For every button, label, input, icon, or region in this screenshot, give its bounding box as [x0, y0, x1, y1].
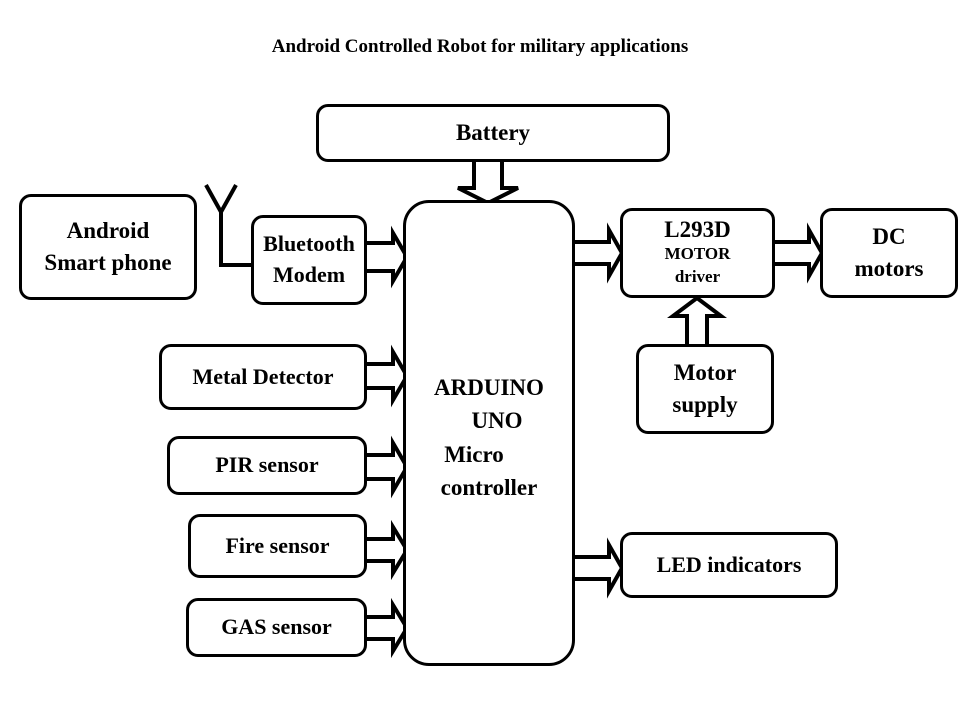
motor-supply-label-line2: supply [672, 392, 738, 417]
android-label-line1: Android [66, 217, 150, 243]
android-label-line2: Smart phone [44, 250, 172, 275]
dc-motors-label-line1: DC [872, 223, 906, 249]
led-indicators-block: LED indicators [620, 532, 838, 598]
bluetooth-label-line2: Modem [272, 262, 346, 287]
bluetooth-label-line1: Bluetooth [263, 231, 355, 257]
motor-supply-block: Motor supply [636, 344, 774, 434]
arrow-arduino-to-led [572, 537, 625, 599]
fire-sensor-block: Fire sensor [188, 514, 367, 578]
arrow-battery-to-arduino [457, 161, 519, 206]
arrow-pir-to-arduino [367, 435, 410, 499]
arrow-supply-to-l293d [667, 295, 727, 346]
dc-motors-block: DC motors [820, 208, 958, 298]
arduino-label-line3: Micro [444, 441, 504, 467]
battery-label: Battery [455, 119, 531, 145]
arduino-label-line2: UNO [471, 408, 523, 434]
motor-supply-label-line1: Motor [673, 359, 737, 385]
bluetooth-modem-block: Bluetooth Modem [251, 215, 367, 305]
gas-sensor-block: GAS sensor [186, 598, 367, 657]
metal-detector-label: Metal Detector [192, 363, 334, 389]
arrow-metal-to-arduino [365, 344, 410, 408]
arduino-label-line1: ARDUINO [434, 375, 544, 400]
arrow-arduino-to-l293d [572, 222, 625, 284]
battery-block: Battery [316, 104, 670, 162]
arduino-uno-block: ARDUINO UNO Micro controller [403, 200, 575, 666]
fire-sensor-label: Fire sensor [225, 532, 330, 558]
antenna-icon [204, 184, 254, 267]
gas-sensor-label: GAS sensor [221, 614, 332, 640]
arrow-bluetooth-to-arduino [365, 225, 410, 289]
arduino-label-line4: controller [440, 475, 538, 501]
pir-sensor-label: PIR sensor [215, 452, 319, 478]
l293d-label-line2: MOTOR [664, 244, 731, 264]
metal-detector-block: Metal Detector [159, 344, 367, 410]
arrow-l293d-to-dc [773, 222, 825, 284]
l293d-label-line3: driver [674, 267, 721, 287]
arrow-fire-to-arduino [367, 519, 410, 581]
android-smartphone-block: Android Smart phone [19, 194, 197, 300]
l293d-label-line1: L293D [664, 216, 731, 242]
l293d-motor-driver-block: L293D MOTOR driver [620, 208, 775, 298]
diagram-title: Android Controlled Robot for military ap… [271, 36, 689, 57]
pir-sensor-block: PIR sensor [167, 436, 367, 495]
arrow-gas-to-arduino [365, 597, 410, 659]
dc-motors-label-line2: motors [854, 256, 924, 281]
led-indicators-label: LED indicators [656, 551, 802, 577]
